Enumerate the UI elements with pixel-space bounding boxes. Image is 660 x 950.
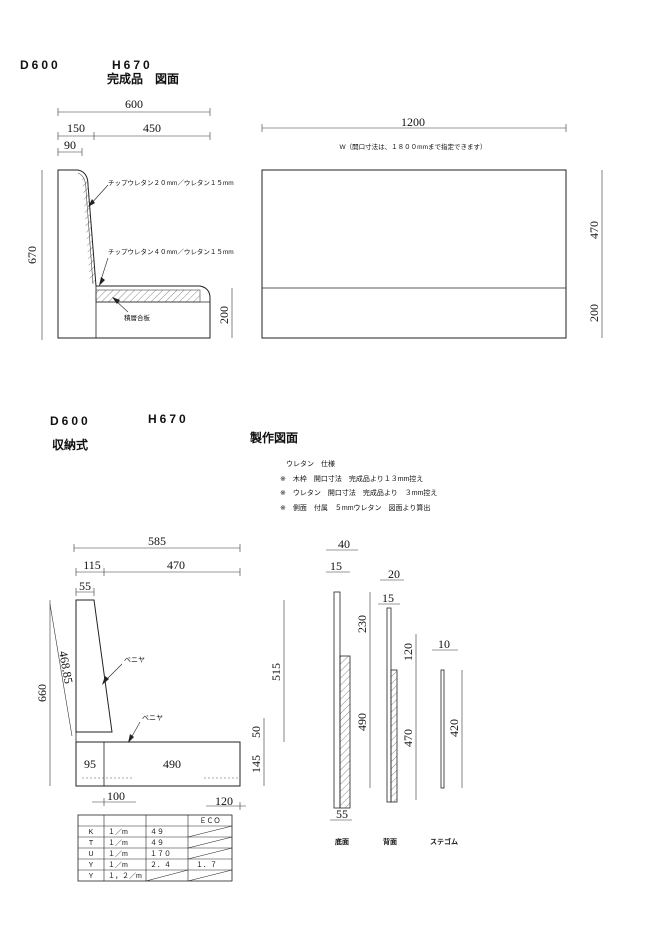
- part-490-text: 490: [355, 713, 369, 731]
- top-side-profile: [57, 169, 211, 339]
- part-bottom-panel: [326, 549, 371, 821]
- dim-100-text: 100: [107, 789, 125, 803]
- table-cell-r3-c1: １／m: [108, 861, 128, 869]
- dim-515: 515: [269, 600, 285, 742]
- part-470-text: 470: [401, 729, 415, 747]
- veneer-leaders: [102, 663, 141, 743]
- veneer-label-2: ベニヤ: [142, 714, 163, 722]
- table-header-eco: ＥＣＯ: [200, 817, 221, 825]
- part-label-back: 背面: [383, 837, 397, 846]
- label-seat-urethane: チップウレタン４０mm／ウレタン１５mm: [108, 247, 234, 256]
- table-cell-r1-c0: T: [89, 840, 94, 847]
- top-height-label: H670: [112, 58, 153, 72]
- dim-670-text: 670: [25, 246, 39, 264]
- dim-95-text: 95: [84, 757, 96, 771]
- dim-50: 50: [249, 718, 265, 742]
- table-cell-r0-c1: １／m: [108, 828, 128, 836]
- table-cell-r0-c2: ４９: [150, 828, 164, 836]
- dim-1200-text: 1200: [401, 115, 425, 129]
- bottom-height-label: H670: [148, 412, 189, 426]
- part-15a-text: 15: [330, 559, 342, 573]
- dim-145: 145: [249, 742, 265, 786]
- table-cell-r2-c1: １／m: [108, 850, 128, 858]
- dim-200-side: 200: [217, 288, 233, 338]
- dim-585-text: 585: [148, 534, 166, 548]
- part-stegomu: [432, 649, 463, 789]
- table-cell-r0-c0: K: [89, 829, 94, 836]
- dim-115-text: 115: [83, 558, 101, 572]
- part-15b-text: 15: [382, 591, 394, 605]
- dim-585: 585: [73, 534, 241, 552]
- bottom-depth-label: D600: [50, 414, 91, 428]
- dim-660: 660: [35, 600, 51, 786]
- dim-115-470: 115 470: [75, 558, 241, 576]
- part-40-text: 40: [338, 537, 350, 551]
- top-depth-label: D600: [20, 58, 61, 72]
- top-leaders: [88, 184, 129, 313]
- part-20-text: 20: [388, 567, 400, 581]
- part-label-stegomu: ステゴム: [430, 837, 458, 846]
- dim-55: 55: [75, 579, 95, 596]
- part-230-text: 230: [355, 615, 369, 633]
- dim-120: 120: [206, 794, 246, 810]
- dim-660-text: 660: [35, 684, 49, 702]
- table-cell-r3-c0: Y: [89, 862, 94, 869]
- spec-title: ウレタン 仕様: [286, 459, 335, 468]
- veneer-label-1: ベニヤ: [124, 656, 145, 664]
- top-title: 完成品 図面: [107, 71, 179, 86]
- table-cell-r3-c3: １．７: [196, 861, 217, 869]
- front-view: [261, 169, 567, 339]
- dim-470-text: 470: [167, 558, 185, 572]
- part-420-text: 420: [447, 719, 461, 737]
- bottom-subtitle: 収納式: [52, 437, 88, 452]
- table-cell-r3-c2: ２．４: [150, 861, 171, 869]
- dim-670: 670: [25, 170, 43, 340]
- table-cell-r4-c1: １，２／m: [108, 872, 142, 880]
- dim-120-text: 120: [215, 794, 233, 808]
- dim-200-front-text: 200: [587, 304, 601, 322]
- table-cell-r2-c0: U: [88, 851, 93, 858]
- label-plywood: 積層合板: [124, 313, 151, 322]
- label-back-urethane: チップウレタン２０mm／ウレタン１５mm: [108, 178, 234, 187]
- dim-450-text: 450: [143, 121, 161, 135]
- table-cell-r1-c1: １／m: [108, 839, 128, 847]
- dim-600: 600: [57, 97, 211, 116]
- material-table: [77, 814, 233, 882]
- dim-468-85: 468.85: [49, 603, 76, 737]
- dim-490-text: 490: [163, 757, 181, 771]
- spec-line-3: ※ 側面 付属 ５mmウレタン 図面より算出: [280, 503, 430, 512]
- part-55-text: 55: [336, 807, 348, 821]
- dim-150-450: 150 450: [57, 121, 211, 140]
- part-120-text: 120: [401, 643, 415, 661]
- table-cell-r4-c0: Y: [89, 873, 94, 880]
- dim-200-front: 200: [587, 288, 603, 338]
- note-w: W（開口寸法は、１８００mmまで指定できます）: [340, 142, 487, 151]
- dim-145-text: 145: [249, 755, 263, 773]
- table-cell-r1-c2: ４９: [150, 839, 164, 847]
- dim-515-text: 515: [269, 663, 283, 681]
- dim-200-side-text: 200: [217, 306, 231, 324]
- dim-1200: 1200: [261, 115, 567, 132]
- dim-50-text: 50: [249, 726, 263, 738]
- part-label-bottom: 底面: [335, 837, 349, 846]
- table-cell-r2-c2: １７０: [150, 850, 171, 858]
- spec-line-1: ※ 木枠 開口寸法 完成品より１３mm控え: [280, 474, 423, 483]
- dim-470-front: 470: [587, 170, 603, 288]
- dim-90-text: 90: [64, 138, 76, 152]
- part-back-panel: [378, 579, 417, 803]
- spec-line-2: ※ ウレタン 開口寸法 完成品より ３mm控え: [280, 488, 437, 497]
- dim-55-text: 55: [79, 579, 91, 593]
- bottom-side-profile: [75, 599, 241, 787]
- dim-470-front-text: 470: [587, 221, 601, 239]
- part-10-text: 10: [438, 637, 450, 651]
- dim-150-text: 150: [67, 121, 85, 135]
- dim-100: 100: [92, 789, 136, 806]
- dim-90: 90: [57, 138, 83, 156]
- dim-600-text: 600: [125, 97, 143, 111]
- bottom-title: 製作図面: [249, 430, 298, 445]
- dim-468-85-text: 468.85: [56, 650, 76, 685]
